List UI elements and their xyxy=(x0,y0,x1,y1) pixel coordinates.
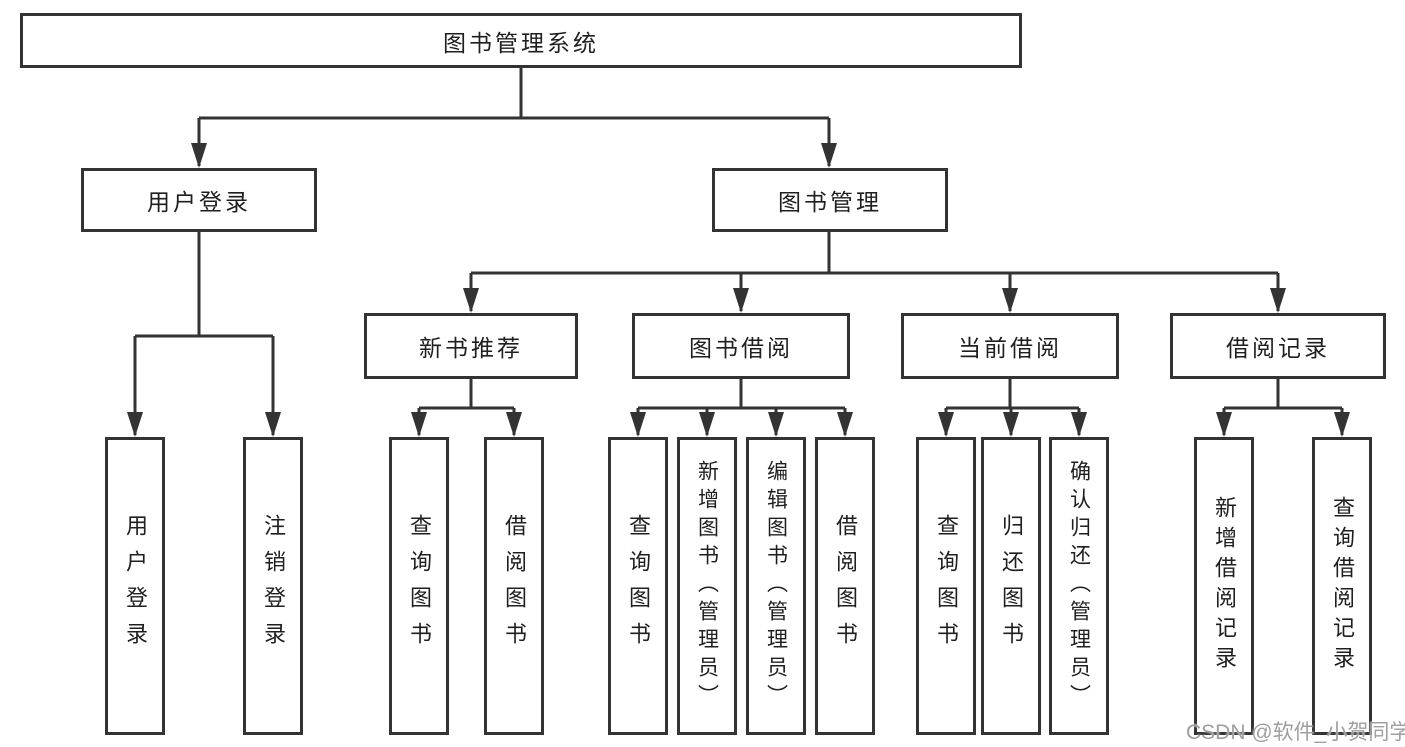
node-book-borrow: 图书借阅 xyxy=(632,313,850,379)
node-current-borrow: 当前借阅 xyxy=(901,313,1119,379)
leaf-query-books-3: 查询图书 xyxy=(916,437,976,735)
leaf-query-borrow-record: 查询借阅记录 xyxy=(1312,437,1372,735)
node-book-management: 图书管理 xyxy=(712,168,948,232)
leaf-query-books-1: 查询图书 xyxy=(389,437,449,735)
leaf-query-books-1-label: 查询图书 xyxy=(407,514,432,658)
node-new-book-recommend-label: 新书推荐 xyxy=(419,335,523,361)
leaf-borrow-books-2: 借阅图书 xyxy=(815,437,875,735)
leaf-return-books-label: 归还图书 xyxy=(999,514,1024,658)
node-current-borrow-label: 当前借阅 xyxy=(958,335,1062,361)
leaf-edit-books-admin: 编辑图书（管理员） xyxy=(746,437,806,735)
node-borrow-records-label: 借阅记录 xyxy=(1226,335,1330,361)
leaf-user-login-label: 用户登录 xyxy=(123,514,148,658)
leaf-confirm-return-admin: 确认归还（管理员） xyxy=(1049,437,1109,735)
node-user-login: 用户登录 xyxy=(81,168,317,232)
csdn-watermark: CSDN @软件_小贺同学 xyxy=(1186,721,1405,744)
leaf-query-books-2-label: 查询图书 xyxy=(626,514,651,658)
leaf-add-borrow-record: 新增借阅记录 xyxy=(1194,437,1254,735)
leaf-query-books-3-label: 查询图书 xyxy=(934,514,959,658)
node-book-borrow-label: 图书借阅 xyxy=(689,335,793,361)
node-book-management-label: 图书管理 xyxy=(778,189,882,215)
leaf-add-books-admin: 新增图书（管理员） xyxy=(677,437,737,735)
leaf-borrow-books-1-label: 借阅图书 xyxy=(502,514,527,658)
leaf-user-login: 用户登录 xyxy=(105,437,165,735)
leaf-return-books: 归还图书 xyxy=(981,437,1041,735)
leaf-add-books-admin-label: 新增图书（管理员） xyxy=(695,460,719,712)
leaf-confirm-return-admin-label: 确认归还（管理员） xyxy=(1067,460,1091,712)
node-borrow-records: 借阅记录 xyxy=(1170,313,1386,379)
leaf-query-books-2: 查询图书 xyxy=(608,437,668,735)
leaf-logout: 注销登录 xyxy=(243,437,303,735)
node-root: 图书管理系统 xyxy=(20,13,1022,68)
leaf-logout-label: 注销登录 xyxy=(261,514,286,658)
leaf-query-borrow-record-label: 查询借阅记录 xyxy=(1330,496,1355,676)
leaf-borrow-books-1: 借阅图书 xyxy=(484,437,544,735)
leaf-borrow-books-2-label: 借阅图书 xyxy=(833,514,858,658)
node-root-label: 图书管理系统 xyxy=(443,29,599,56)
leaf-edit-books-admin-label: 编辑图书（管理员） xyxy=(764,460,788,712)
leaf-add-borrow-record-label: 新增借阅记录 xyxy=(1212,496,1237,676)
arrowheads xyxy=(127,143,1350,437)
node-user-login-label: 用户登录 xyxy=(147,189,251,215)
node-new-book-recommend: 新书推荐 xyxy=(364,313,578,379)
